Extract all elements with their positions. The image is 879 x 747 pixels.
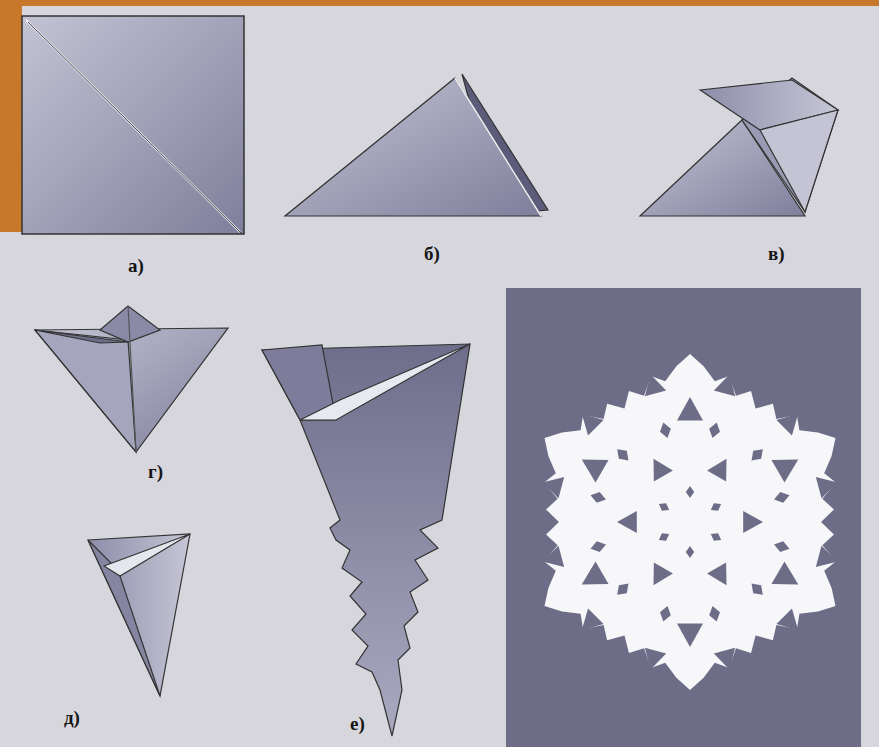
figure-letter: а) <box>128 256 144 275</box>
snowflake-cutout <box>644 453 673 481</box>
snowflake-cutout <box>539 472 564 498</box>
snowflake-cutout <box>686 546 694 558</box>
snowflake-cutout <box>714 371 740 396</box>
snowflake-cutout <box>658 605 673 623</box>
snowflake-cutout <box>658 421 673 439</box>
snowflake-cutout <box>816 472 841 498</box>
snowflake-cutout <box>677 624 703 647</box>
snowflake-cutout <box>589 539 607 554</box>
snowflake-cutout <box>743 511 763 533</box>
snowflake-cutout <box>773 490 791 505</box>
snowflake-cutout <box>686 486 694 498</box>
snowflake-body <box>544 354 836 690</box>
folded-triangle <box>285 74 548 216</box>
square-sheet <box>22 16 244 234</box>
snowflake-cutout <box>613 445 632 464</box>
snowflake-cutout <box>589 490 607 505</box>
snowflake-cutout <box>707 453 736 481</box>
figure-letter: б) <box>424 244 440 263</box>
snowflake-cutout <box>640 648 666 673</box>
figure-letter: в) <box>768 244 785 263</box>
snowflake-cutout <box>657 500 672 513</box>
snowflake-cutout <box>707 421 722 439</box>
snowflake-cutout <box>644 563 673 591</box>
snowflake-photo <box>506 288 861 747</box>
snowflake-cutout <box>771 448 804 482</box>
snowflake-cutout <box>748 445 767 464</box>
figure-letter: е) <box>350 714 365 733</box>
snowflake-cutout <box>575 448 608 482</box>
figure-letter: г) <box>148 462 163 481</box>
snowflake-cutout <box>709 500 724 513</box>
snowflake-cutout <box>776 608 806 638</box>
folded-cone <box>35 306 228 452</box>
folded-wedge <box>88 534 190 696</box>
snowflake-cutout <box>617 511 637 533</box>
snowflake-cutout <box>613 580 632 599</box>
figure-letter: д) <box>64 708 80 727</box>
snowflake-cutout <box>574 406 604 436</box>
snowflake-cutout <box>574 608 604 638</box>
snowflake-cutout <box>714 648 740 673</box>
cut-cone <box>262 344 470 736</box>
snowflake-cutout <box>773 539 791 554</box>
snowflake-cutout <box>707 563 736 591</box>
snowflake-cutout <box>748 580 767 599</box>
frame-strip <box>0 0 879 6</box>
snowflake-cutout <box>709 530 724 543</box>
snowflake-cutout <box>707 605 722 623</box>
snowflake <box>539 354 840 690</box>
snowflake-cutout <box>539 546 564 572</box>
snowflake-cutout <box>771 562 804 596</box>
snowflake-cutout <box>816 546 841 572</box>
snowflake-cutout <box>640 371 666 396</box>
folded-flap <box>640 78 838 216</box>
frame-strip <box>0 0 22 232</box>
snowflake-cutout <box>575 562 608 596</box>
snowflake-cutout <box>677 397 703 420</box>
snowflake-cutout <box>657 530 672 543</box>
snowflake-cutout <box>776 406 806 436</box>
